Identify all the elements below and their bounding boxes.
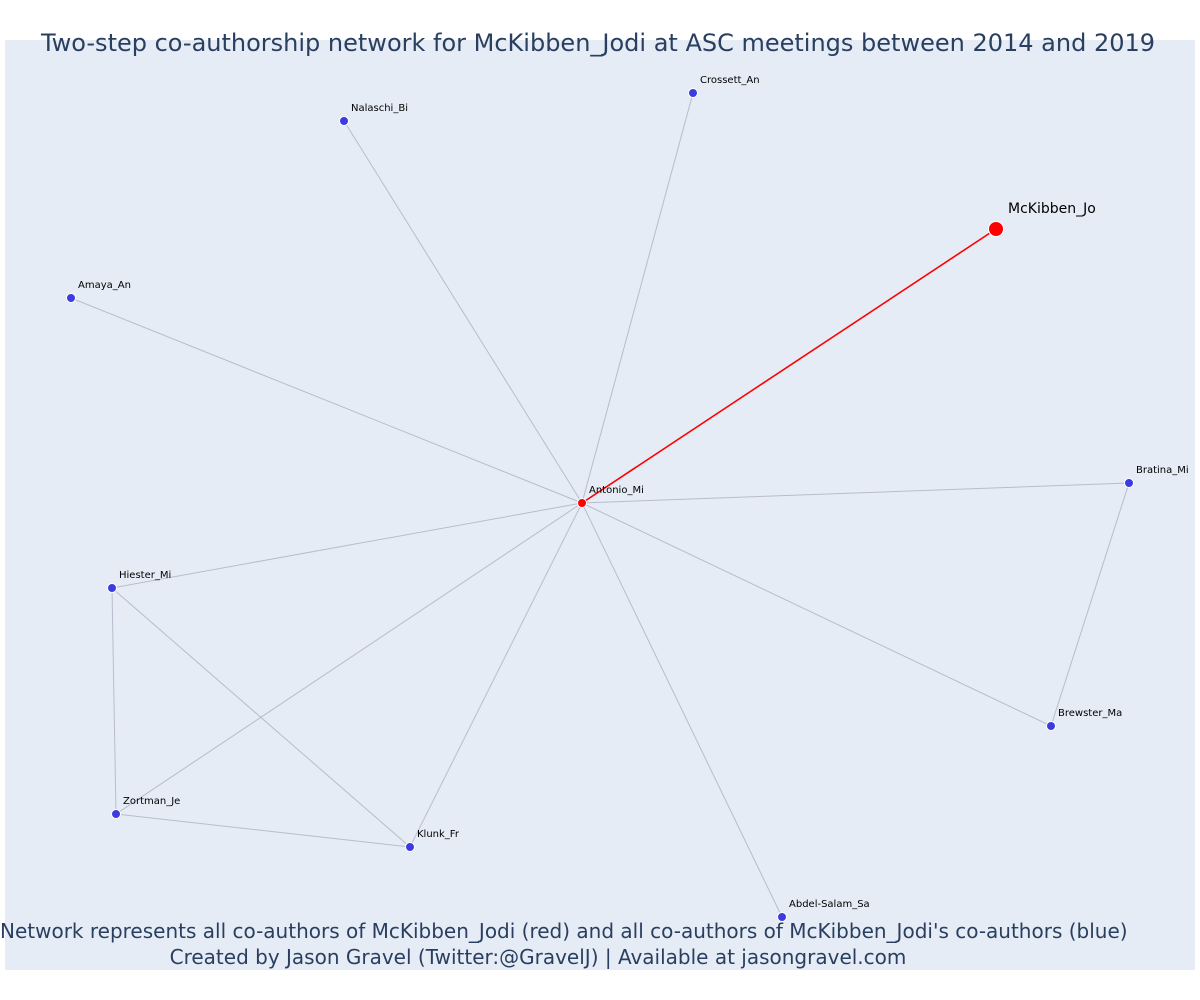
edge-Antonio_Mi-McKibben_Jo [581,228,997,504]
edge-Antonio_Mi-Klunk_Fr [409,502,583,848]
edge-Antonio_Mi-Crossett_An [581,92,694,504]
edge-Hiester_Mi-Zortman_Je [111,587,117,815]
node-Klunk_Fr[interactable] [405,842,415,852]
edge-Antonio_Mi-Brewster_Ma [581,502,1052,727]
node-Abdel-Salam_Sa[interactable] [777,912,787,922]
edge-Bratina_Mi-Brewster_Ma [1050,482,1130,727]
node-label-Nalaschi_Bi: Nalaschi_Bi [351,103,408,114]
edge-Antonio_Mi-Hiester_Mi [111,502,583,589]
nodes-layer [66,88,1134,922]
node-label-Klunk_Fr: Klunk_Fr [417,829,460,840]
edge-Antonio_Mi-Abdel-Salam_Sa [581,502,783,918]
node-Crossett_An[interactable] [688,88,698,98]
node-label-Bratina_Mi: Bratina_Mi [1136,465,1189,476]
edges-layer [70,92,1130,918]
plot-area [5,40,1195,970]
node-Bratina_Mi[interactable] [1124,478,1134,488]
node-label-Crossett_An: Crossett_An [700,75,760,86]
node-label-Amaya_An: Amaya_An [78,280,131,291]
node-Amaya_An[interactable] [66,293,76,303]
node-Hiester_Mi[interactable] [107,583,117,593]
figure-title: Two-step co-authorship network for McKib… [40,29,1156,57]
node-Zortman_Je[interactable] [111,809,121,819]
node-label-Abdel-Salam_Sa: Abdel-Salam_Sa [789,899,870,910]
edge-Antonio_Mi-Nalaschi_Bi [343,120,583,504]
edge-Zortman_Je-Klunk_Fr [115,813,411,848]
node-label-McKibben_Jo: McKibben_Jo [1008,201,1096,217]
edge-Antonio_Mi-Bratina_Mi [581,482,1130,504]
node-label-Zortman_Je: Zortman_Je [123,796,180,807]
edge-Antonio_Mi-Amaya_An [70,297,583,504]
figure-caption: Network represents all co-authors of McK… [0,918,1128,970]
node-Nalaschi_Bi[interactable] [339,116,349,126]
node-label-Antonio_Mi: Antonio_Mi [589,485,644,496]
edge-Hiester_Mi-Klunk_Fr [111,587,411,848]
caption-line-1: Network represents all co-authors of McK… [0,919,1128,943]
node-label-Brewster_Ma: Brewster_Ma [1058,708,1122,719]
node-Antonio_Mi[interactable] [577,498,587,508]
node-McKibben_Jo[interactable] [988,221,1004,237]
node-Brewster_Ma[interactable] [1046,721,1056,731]
caption-line-2: Created by Jason Gravel (Twitter:@Gravel… [169,945,907,969]
node-label-Hiester_Mi: Hiester_Mi [119,570,171,581]
edge-Antonio_Mi-Zortman_Je [115,502,583,815]
